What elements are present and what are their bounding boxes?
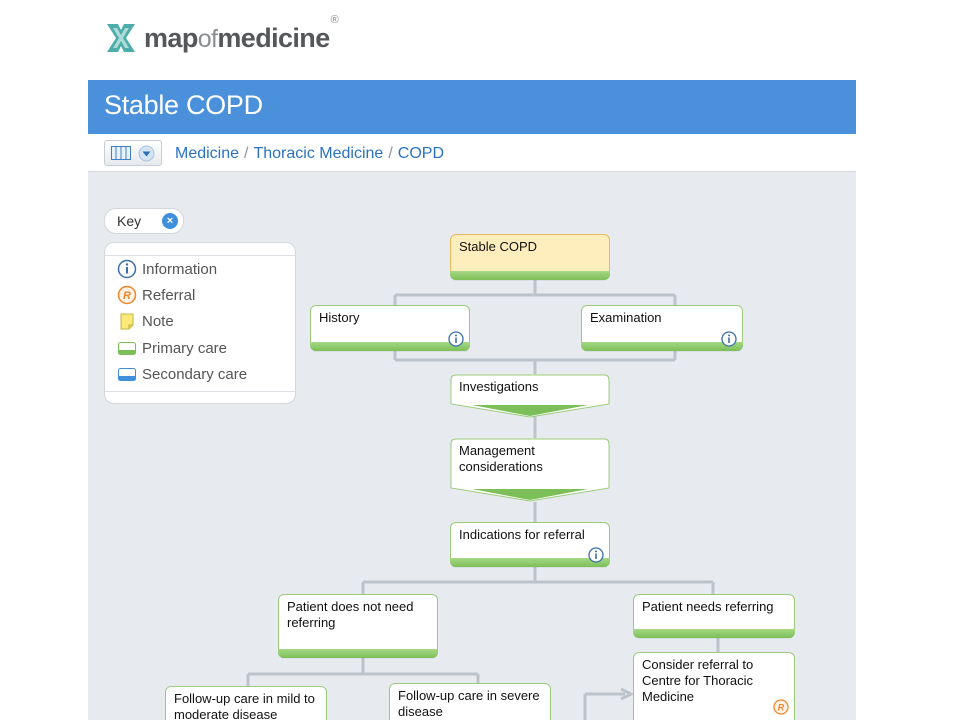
node-label: Management considerations (459, 443, 543, 474)
node-label: Follow-up care in mild to moderate disea… (174, 691, 315, 720)
breadcrumb-row: Medicine/Thoracic Medicine/COPD (88, 134, 856, 172)
referral-icon[interactable]: R (773, 699, 789, 715)
key-panel: Information R Referral Note Primary care… (104, 242, 296, 404)
node-follow-up-mild[interactable]: Follow-up care in mild to moderate disea… (165, 686, 327, 720)
key-item-information: Information (117, 259, 217, 279)
info-icon[interactable] (448, 331, 464, 347)
key-tab[interactable]: Key × (104, 208, 184, 234)
arrow-node-shape (450, 374, 610, 418)
key-item-label: Primary care (142, 339, 228, 357)
close-icon[interactable]: × (162, 213, 178, 229)
brand-logo[interactable]: mapofmedicine® (104, 14, 339, 56)
node-investigations[interactable]: Investigations (450, 374, 610, 418)
node-management-considerations[interactable]: Management considerations (450, 438, 610, 502)
note-icon (120, 313, 134, 330)
breadcrumb-item-medicine[interactable]: Medicine (175, 145, 240, 162)
node-consider-referral[interactable]: Consider referral to Centre for Thoracic… (633, 652, 795, 720)
pathway-connectors (246, 280, 720, 720)
secondary-care-icon (118, 368, 136, 381)
info-icon[interactable] (721, 331, 737, 347)
key-item-referral: R Referral (117, 285, 195, 305)
arrow-node-shape (450, 438, 610, 502)
chevron-down-icon[interactable] (138, 145, 155, 162)
breadcrumb-separator: / (388, 145, 393, 162)
key-item-secondary-care: Secondary care (117, 364, 247, 384)
node-indications-for-referral[interactable]: Indications for referral (450, 522, 610, 567)
key-item-label: Information (142, 260, 218, 278)
key-item-label: Note (142, 312, 174, 330)
breadcrumb-item-thoracic-medicine[interactable]: Thoracic Medicine (253, 145, 384, 162)
referral-icon: R (117, 285, 137, 305)
node-label: Investigations (459, 379, 539, 394)
node-patient-does-not-need-referring[interactable]: Patient does not need referring (278, 594, 438, 658)
node-label: Consider referral to Centre for Thoracic… (642, 657, 754, 704)
brand-wordmark: mapofmedicine® (144, 14, 339, 53)
key-item-note: Note (117, 311, 174, 331)
brand-name-part3: medicine (217, 22, 330, 53)
key-item-primary-care: Primary care (117, 338, 227, 358)
breadcrumb-separator: / (244, 145, 249, 162)
key-item-label: Secondary care (142, 365, 248, 383)
pathway-canvas[interactable]: Key × Information R Referral Note Primar… (88, 172, 856, 720)
node-label: Examination (590, 310, 662, 325)
info-icon (117, 259, 137, 279)
node-history[interactable]: History (310, 305, 470, 351)
key-item-label: Referral (142, 286, 196, 304)
key-tab-label: Key (117, 213, 142, 229)
info-icon[interactable] (588, 547, 604, 563)
brand-name-part1: map (144, 22, 198, 53)
node-label: Indications for referral (459, 527, 585, 542)
brand-name-part2: of (197, 24, 218, 53)
node-label: Stable COPD (459, 239, 538, 254)
node-examination[interactable]: Examination (581, 305, 743, 351)
node-label: Follow-up care in severe disease (398, 688, 540, 719)
svg-text:R: R (778, 703, 785, 713)
page-title: Stable COPD (104, 90, 263, 120)
node-stable-copd[interactable]: Stable COPD (450, 234, 610, 280)
svg-text:R: R (123, 290, 131, 302)
view-switcher-button[interactable] (104, 140, 162, 166)
breadcrumb: Medicine/Thoracic Medicine/COPD (175, 145, 444, 163)
node-label: Patient does not need referring (287, 599, 414, 630)
node-label: History (319, 310, 360, 325)
primary-care-icon (118, 342, 136, 355)
node-label: Patient needs referring (642, 599, 774, 614)
registered-mark: ® (330, 13, 339, 26)
breadcrumb-item-copd[interactable]: COPD (397, 145, 444, 162)
node-patient-needs-referring[interactable]: Patient needs referring (633, 594, 795, 638)
x-cross-logo-icon (107, 24, 135, 52)
page-title-bar: Stable COPD (88, 80, 856, 134)
columns-icon (111, 146, 131, 160)
node-follow-up-severe[interactable]: Follow-up care in severe disease (389, 683, 551, 720)
